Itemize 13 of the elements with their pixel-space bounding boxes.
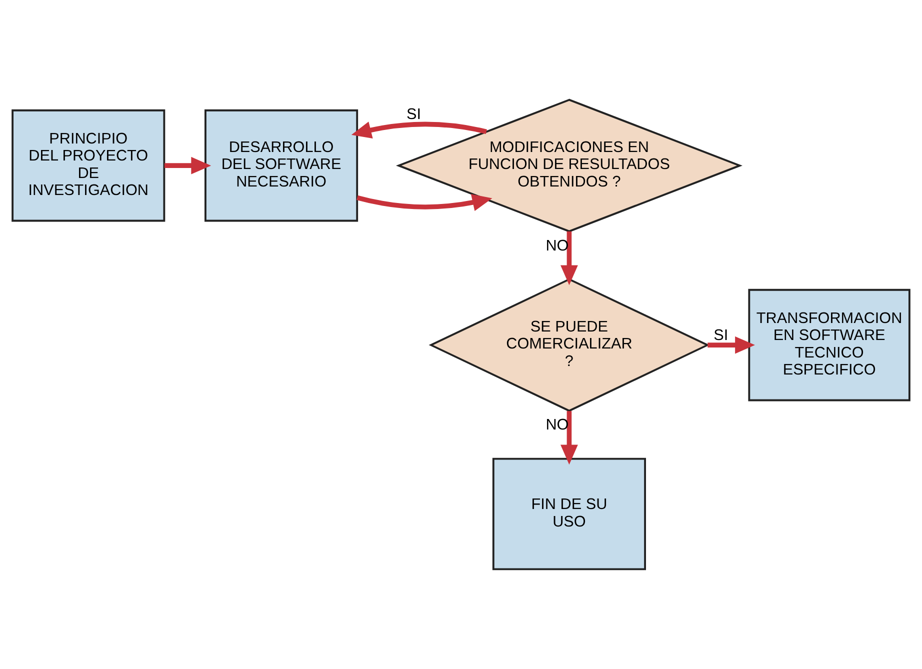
arrow xyxy=(560,411,578,465)
arrow xyxy=(351,122,487,139)
node-box: PRINCIPIO DEL PROYECTO DE INVESTIGACION xyxy=(12,109,166,222)
arrow xyxy=(708,336,755,354)
edge-label: SI xyxy=(406,106,422,124)
edge-label: SI xyxy=(714,327,728,344)
node-box: FIN DE SU USO xyxy=(492,458,646,570)
node-box: DESARROLLO DEL SOFTWARE NECESARIO xyxy=(204,109,358,222)
node-box: TRANSFORMACION EN SOFTWARE TECNICO ESPECIFICO xyxy=(748,288,910,402)
arrow xyxy=(356,194,492,212)
arrow xyxy=(560,231,578,286)
arrow xyxy=(164,156,212,174)
node-diamond: SE PUEDE COMERCIALIZAR ? xyxy=(428,278,710,412)
